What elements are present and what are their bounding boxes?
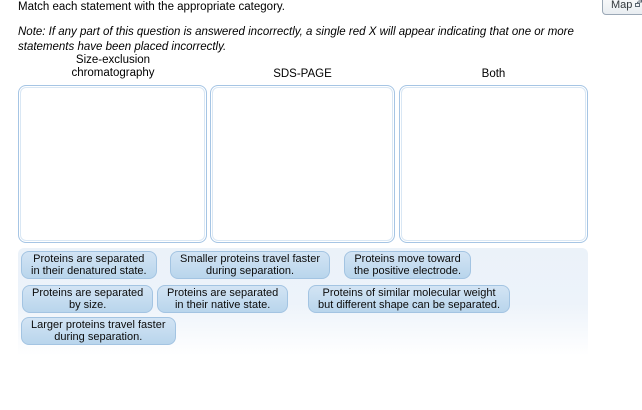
dropzone-sds-page[interactable]: [210, 85, 395, 243]
statement-chip-similar-weight[interactable]: Proteins of similar molecular weight but…: [308, 285, 511, 313]
category-label-both: Both: [481, 68, 506, 80]
sitemap-icon: [635, 0, 642, 10]
map-button-label: Map: [611, 0, 633, 11]
statement-chip-larger-faster[interactable]: Larger proteins travel faster during sep…: [21, 317, 176, 345]
note-text: Note: If any part of this question is an…: [18, 26, 574, 54]
statement-chip-by-size[interactable]: Proteins are separated by size.: [22, 285, 154, 313]
dropzone-size-exclusion[interactable]: [18, 85, 207, 243]
statement-chip-denatured-state[interactable]: Proteins are separated in their denature…: [21, 251, 157, 279]
category-label-size-exclusion: Size-exclusion chromatography: [71, 54, 155, 79]
statement-bank-panel: Proteins are separated in their denature…: [18, 248, 588, 360]
statement-chip-positive-electrode[interactable]: Proteins move toward the positive electr…: [344, 251, 472, 279]
category-label-sds-page: SDS-PAGE: [273, 68, 332, 80]
statement-chip-native-state[interactable]: Proteins are separated in their native s…: [157, 285, 289, 313]
statement-chip-smaller-faster[interactable]: Smaller proteins travel faster during se…: [170, 251, 330, 279]
question-prompt: Match each statement with the appropriat…: [18, 1, 285, 13]
map-button[interactable]: Map: [602, 0, 642, 15]
dropzone-both[interactable]: [399, 85, 588, 243]
